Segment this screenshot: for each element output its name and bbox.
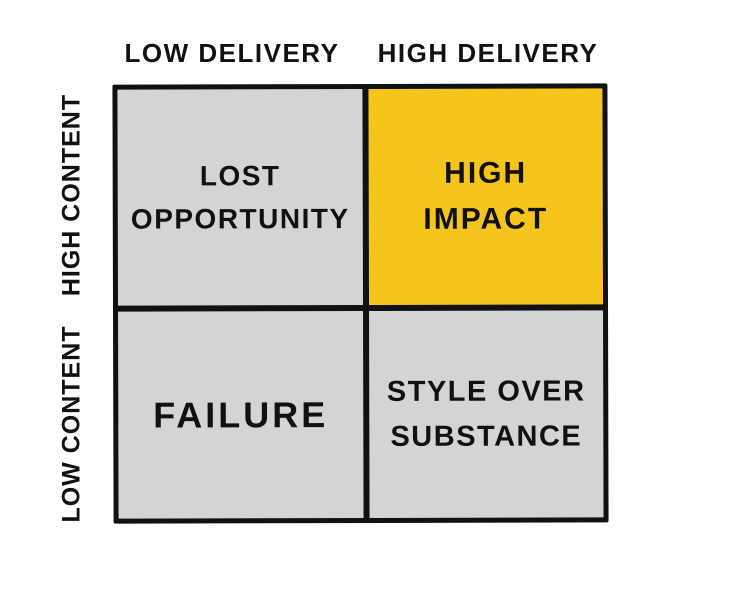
column-header-low-delivery: LOW DELIVERY — [124, 38, 340, 68]
quadrant-label: LOST — [199, 159, 281, 192]
quadrant-label: IMPACT — [423, 202, 549, 236]
quadrant-label: HIGH — [444, 156, 528, 190]
quadrant-lost-opportunity: LOST OPPORTUNITY — [117, 88, 364, 306]
quadrant-label: OPPORTUNITY — [130, 203, 350, 235]
row-header-low-content: LOW CONTENT — [57, 325, 86, 523]
quadrant-label: STYLE OVER — [386, 374, 586, 408]
quadrant-high-impact: HIGH IMPACT — [368, 88, 604, 305]
quadrant-style-over-substance: STYLE OVER SUBSTANCE — [369, 310, 604, 518]
quadrant-label: FAILURE — [153, 393, 329, 436]
row-header-high-content: HIGH CONTENT — [57, 93, 86, 297]
column-header-high-delivery: HIGH DELIVERY — [377, 38, 599, 68]
quadrant-grid: LOST OPPORTUNITY HIGH IMPACT FAILURE STY… — [112, 83, 609, 524]
quadrant-label: SUBSTANCE — [390, 419, 583, 453]
quadrant-failure: FAILURE — [118, 310, 364, 519]
